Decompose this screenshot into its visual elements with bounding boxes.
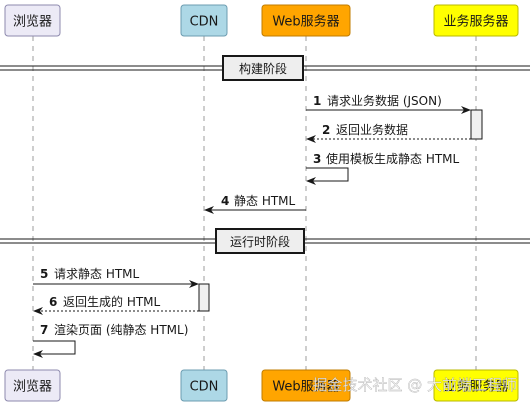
message-6: 6 返回生成的 HTML [33,294,199,315]
participant-cdn-bottom: CDN [180,369,228,402]
participant-label: CDN [190,380,219,395]
divider-label: 运行时阶段 [230,234,290,249]
divider-runtime-phase: 运行时阶段 [0,228,530,254]
message-4: 4 静态 HTML [204,194,306,214]
message-label: 请求业务数据 (JSON) [327,93,442,108]
message-number: 2 [322,123,330,137]
participant-label: Web服务器 [272,14,339,30]
participant-browser-top: 浏览器 [4,4,61,37]
divider-label: 构建阶段 [239,61,287,76]
participant-cdn-top: CDN [180,4,228,37]
participant-web-bottom: Web服务器 [261,369,351,402]
message-5: 5 请求静态 HTML [33,267,199,288]
participant-label: 业务服务器 [443,379,508,395]
message-number: 3 [313,152,321,166]
activation-cdn [198,283,210,312]
divider-build-phase: 构建阶段 [0,55,530,81]
participant-web-top: Web服务器 [261,4,351,37]
message-number: 6 [49,295,57,309]
participant-browser-bottom: 浏览器 [4,369,61,402]
message-label: 渲染页面 (纯静态 HTML) [54,322,188,337]
message-7: 7 渲染页面 (纯静态 HTML) [33,322,188,358]
participant-biz-bottom: 业务服务器 [433,369,519,402]
message-number: 1 [313,94,321,108]
activation-biz [470,109,483,140]
participant-label: 业务服务器 [443,14,508,30]
participant-label: 浏览器 [13,14,52,30]
message-1: 1 请求业务数据 (JSON) [306,93,471,114]
message-label: 返回业务数据 [336,122,408,137]
lifelines [32,36,477,373]
message-number: 7 [40,323,48,337]
participant-label: Web服务器 [272,379,339,395]
message-label: 请求静态 HTML [54,267,140,281]
message-label: 静态 HTML [234,194,296,208]
participant-biz-top: 业务服务器 [433,4,519,37]
message-2: 2 返回业务数据 [306,122,471,143]
message-number: 5 [40,267,48,281]
message-number: 4 [221,194,229,208]
watermark: 掘金技术社区 @ 大前端工程师 [312,376,517,394]
message-label: 返回生成的 HTML [63,294,161,309]
message-3: 3 使用模板生成静态 HTML [306,151,460,185]
participant-label: CDN [190,15,219,30]
participant-label: 浏览器 [13,379,52,395]
message-label: 使用模板生成静态 HTML [326,151,460,166]
